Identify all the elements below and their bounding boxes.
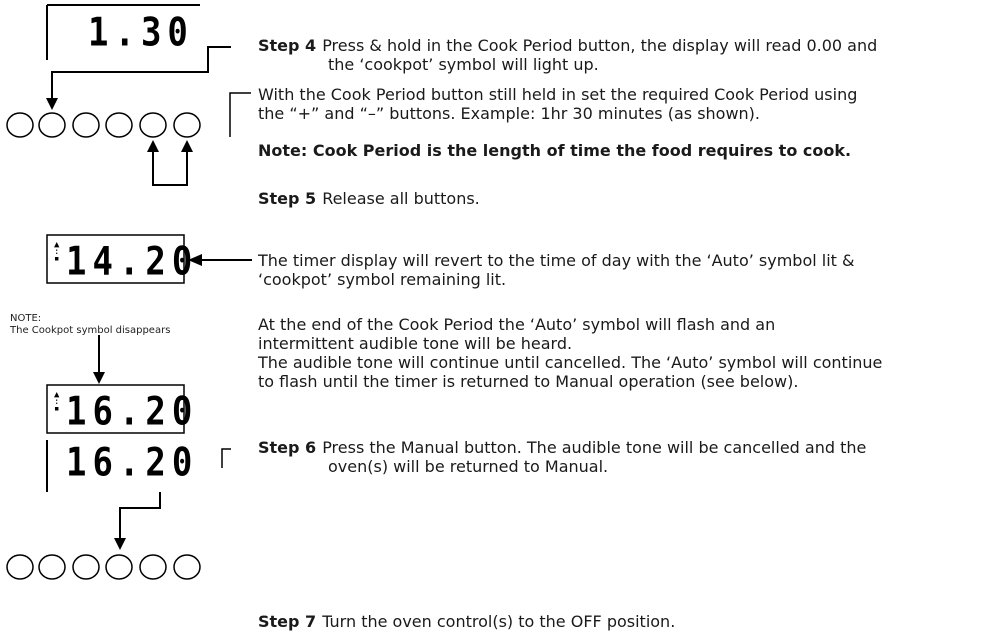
cook-period-note: Note: Cook Period is the length of time … — [258, 141, 852, 160]
button-2-3 — [72, 554, 100, 580]
arrow-head-manual — [114, 538, 126, 550]
arrow-head-display-2 — [188, 254, 202, 266]
button-2-4 — [105, 554, 133, 580]
display-4-readout: 16.20 — [66, 440, 199, 486]
arrow-up-head-plus — [147, 140, 159, 152]
step-7-block: Step 7 Turn the oven control(s) to the OF… — [258, 612, 675, 631]
end-line3: The audible tone will continue until can… — [258, 353, 883, 372]
cook-period-paragraph: With the Cook Period button still held i… — [258, 85, 857, 123]
step-7-label: Step 7 — [258, 612, 317, 631]
button-1-1 — [6, 112, 34, 138]
display-2-readout: 14.20 — [66, 239, 199, 285]
button-1-6 — [173, 112, 201, 138]
step6-bracket — [221, 448, 231, 468]
end-line1: At the end of the Cook Period the ‘Auto’… — [258, 315, 776, 334]
plus-minus-connector — [152, 150, 188, 186]
arrow-up-head-minus — [181, 140, 193, 152]
display-1-readout: 1.30 — [88, 10, 194, 56]
step4-connector-line — [51, 46, 231, 100]
arrow-down-head-1 — [46, 98, 58, 110]
end-line4: to flash until the timer is returned to … — [258, 372, 799, 391]
small-note: NOTE: The Cookpot symbol disappears — [10, 313, 170, 337]
step-5-text: Release all buttons. — [322, 189, 480, 208]
button-1-4 — [105, 112, 133, 138]
step-5-label: Step 5 — [258, 189, 317, 208]
small-note-title: NOTE: — [10, 313, 42, 324]
step-4-text-line2: the ‘cookpot’ symbol will light up. — [328, 55, 599, 74]
button-row-2 — [6, 554, 201, 580]
end-of-cook-paragraph: At the end of the Cook Period the ‘Auto’… — [258, 315, 882, 391]
display-3-border — [46, 384, 185, 434]
revert-line1: The timer display will revert to the tim… — [258, 251, 855, 270]
step-4-text-line1: Press & hold in the Cook Period button, … — [322, 36, 878, 55]
manual-connector — [119, 492, 161, 540]
display-3-readout: 16.20 — [66, 389, 199, 435]
cook-period-line2: the “+” and “–” buttons. Example: 1hr 30… — [258, 104, 761, 123]
button-1-3 — [72, 112, 100, 138]
revert-line2: ‘cookpot’ symbol remaining lit. — [258, 270, 507, 289]
end-line2: intermittent audible tone will be heard. — [258, 334, 573, 353]
revert-paragraph: The timer display will revert to the tim… — [258, 251, 855, 289]
step-7-text: Turn the oven control(s) to the OFF posi… — [322, 612, 676, 631]
step-6-label: Step 6 — [258, 438, 317, 457]
step-6-text-line2: oven(s) will be returned to Manual. — [328, 457, 609, 476]
step-5-block: Step 5 Release all buttons. — [258, 189, 480, 208]
step-4-label: Step 4 — [258, 36, 317, 55]
button-2-5 — [139, 554, 167, 580]
step-6-block: Step 6 Press the Manual button. The audib… — [258, 438, 866, 476]
button-row-1 — [6, 112, 201, 138]
button-1-2 — [38, 112, 66, 138]
button-2-1 — [6, 554, 34, 580]
display-3-symbol-icons: ▲:▪ — [54, 390, 60, 414]
para-bracket — [229, 92, 251, 137]
note-arrow-head — [93, 372, 105, 384]
button-2-2 — [38, 554, 66, 580]
button-2-6 — [173, 554, 201, 580]
small-note-text: The Cookpot symbol disappears — [10, 325, 171, 336]
display-2-border — [46, 234, 185, 284]
cook-period-line1: With the Cook Period button still held i… — [258, 85, 858, 104]
button-1-5 — [139, 112, 167, 138]
display-2-symbol-icons: ▲:▪ — [54, 240, 60, 264]
step-4-block: Step 4 Press & hold in the Cook Period bu… — [258, 36, 877, 74]
step-6-text-line1: Press the Manual button. The audible ton… — [322, 438, 867, 457]
